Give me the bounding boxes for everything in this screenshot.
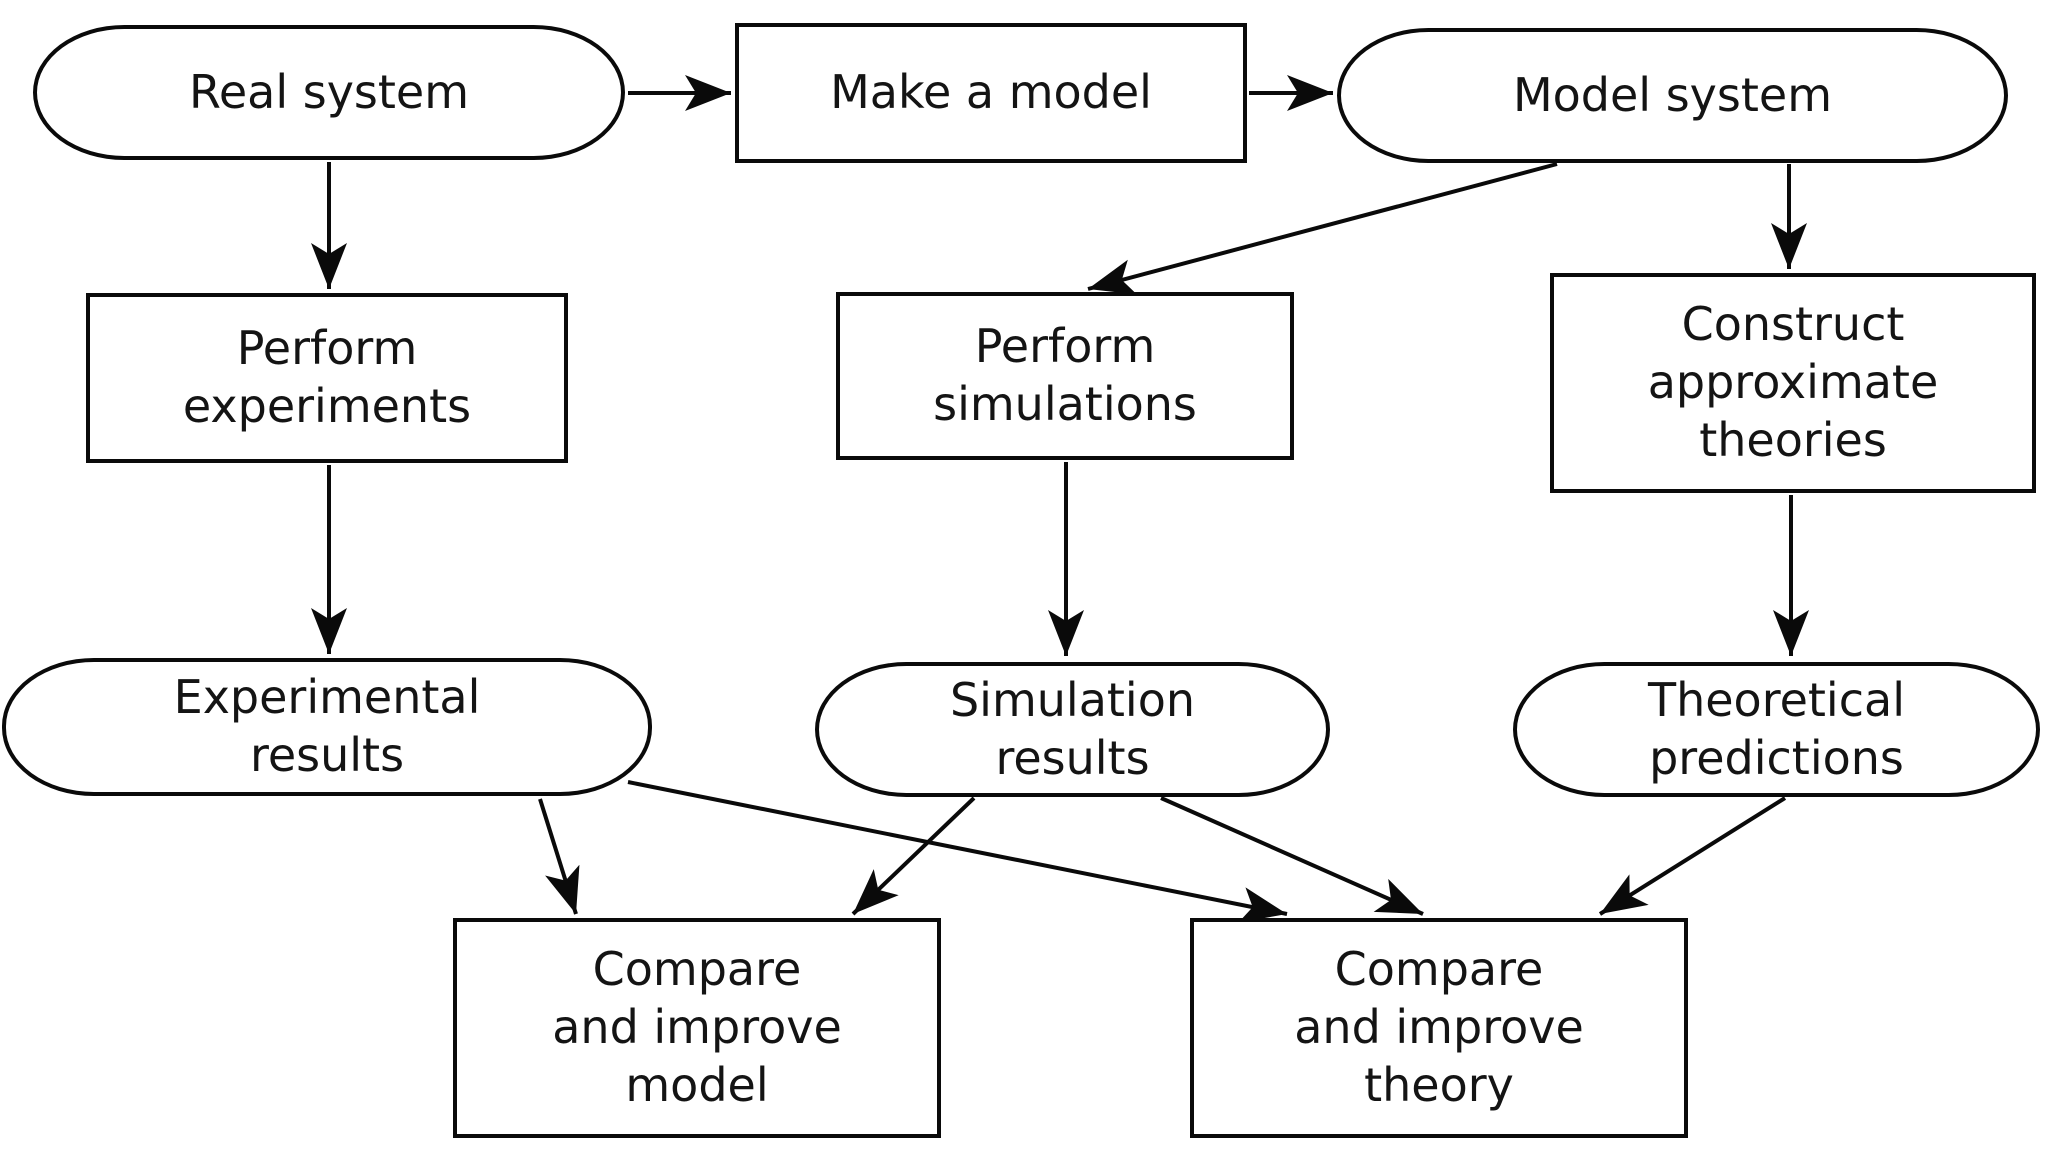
node-simulation-results-label: Simulation results — [949, 672, 1196, 785]
node-theoretical-predictions: Theoretical predictions — [1513, 662, 2040, 797]
node-perform-experiments-label: Perform experiments — [182, 321, 472, 433]
node-model-system: Model system — [1337, 28, 2008, 163]
node-perform-simulations: Perform simulations — [836, 292, 1294, 460]
node-real-system-label: Real system — [188, 64, 470, 119]
node-compare-and-improve-model-label: Compare and improve model — [552, 942, 842, 1112]
node-compare-and-improve-theory-label: Compare and improve theory — [1294, 942, 1584, 1112]
node-make-a-model-label: Make a model — [830, 65, 1152, 120]
node-theoretical-predictions-label: Theoretical predictions — [1648, 672, 1905, 785]
edge-experimental-results-to-compare-and-improve-theory-arrow — [627, 780, 1288, 923]
node-real-system: Real system — [33, 25, 625, 160]
node-perform-experiments: Perform experiments — [86, 293, 568, 463]
node-compare-and-improve-model: Compare and improve model — [453, 918, 941, 1138]
edge-theoretical-predictions-to-compare-and-improve-theory-arrow — [1598, 796, 1787, 916]
node-make-a-model: Make a model — [735, 23, 1247, 163]
edge-simulation-results-to-compare-and-improve-model-arrow — [851, 796, 976, 916]
node-perform-simulations-label: Perform simulations — [933, 319, 1197, 431]
edge-simulation-results-to-compare-and-improve-theory-arrow — [1160, 796, 1424, 916]
node-construct-approximate-theories-label: Construct approximate theories — [1647, 297, 1939, 467]
node-construct-approximate-theories: Construct approximate theories — [1550, 273, 2036, 493]
node-model-system-label: Model system — [1512, 67, 1833, 122]
edge-experimental-results-to-compare-and-improve-model-arrow — [538, 798, 580, 915]
node-experimental-results-label: Experimental results — [173, 670, 481, 782]
node-compare-and-improve-theory: Compare and improve theory — [1190, 918, 1688, 1138]
node-simulation-results: Simulation results — [815, 662, 1330, 797]
edge-model-system-to-perform-simulations-arrow — [1087, 162, 1558, 295]
node-experimental-results: Experimental results — [2, 658, 652, 796]
